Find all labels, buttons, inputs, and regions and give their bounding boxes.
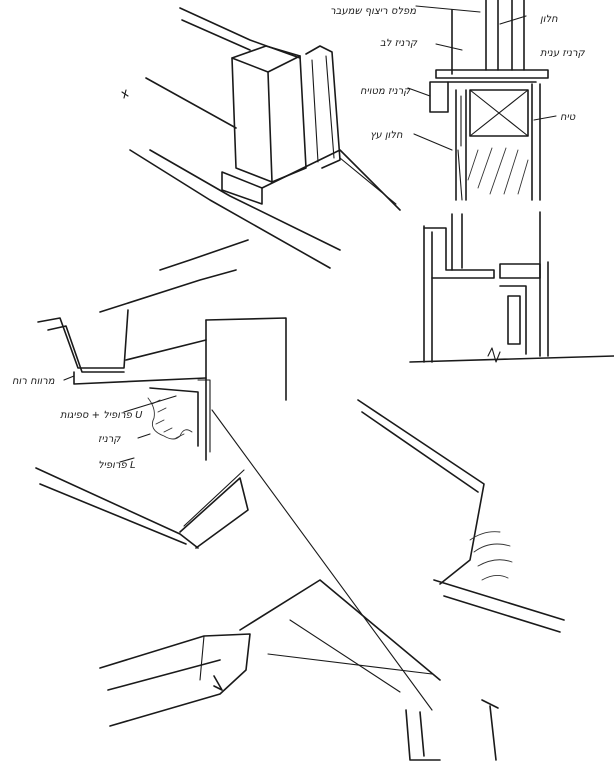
label-plaster: טיח bbox=[560, 112, 576, 123]
label-canopy-profile: פרופיל + ספיגות U bbox=[60, 410, 143, 421]
wall-section-detail bbox=[409, 211, 614, 363]
canopy-cornice-section bbox=[37, 239, 287, 461]
window-section-detail bbox=[429, 0, 549, 201]
label-cornice-profile: קרניז bbox=[98, 434, 121, 445]
label-cornice-finish: קרניז ענית bbox=[540, 48, 586, 59]
label-cornice-plastered: קרניז מטויח bbox=[360, 86, 411, 97]
label-top-floor: מפלס ריצוף שמעבר bbox=[330, 6, 416, 17]
label-l-profile: פרופיל L bbox=[98, 460, 136, 471]
label-window: חלון bbox=[540, 14, 558, 25]
plinth-perspective bbox=[99, 579, 499, 761]
annotation-labels: מפלס ריצוף שמעבר חלון קרניז לב קרניז עני… bbox=[12, 5, 586, 471]
wall-junction-perspective bbox=[35, 399, 565, 711]
column-isometric-sketch bbox=[121, 7, 401, 269]
label-vent-gap: מרווח רוח bbox=[12, 376, 55, 387]
label-cornice-inner: קרניז לב bbox=[380, 38, 418, 49]
label-wood-window: חלון עץ bbox=[370, 130, 403, 141]
